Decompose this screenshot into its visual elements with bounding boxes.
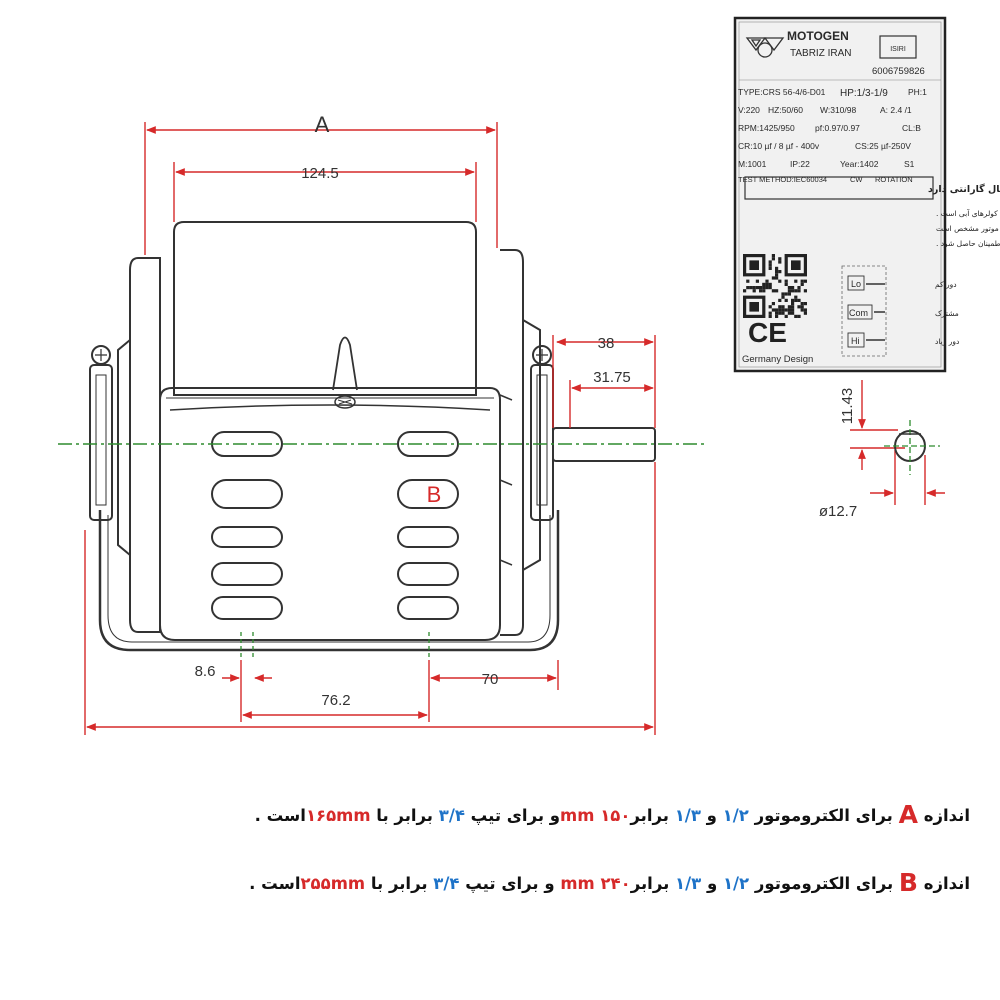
note-dimension-a: اندازه A برای الکتروموتور ۱/۲ و ۱/۳ براب…: [254, 800, 970, 829]
nameplate-brand: MOTOGEN: [787, 29, 849, 43]
standard-mark-icon: ISIRI: [879, 35, 917, 59]
motor-dimension-drawing: A 124.5 38 31.75 B 8.6 76.2 70 11.43 ø12…: [58, 16, 1000, 735]
top-cover: [173, 221, 477, 396]
shaft-section-detail: [884, 420, 940, 475]
wire-hi-fa: دور زیاد: [935, 337, 959, 346]
np-test: TEST METHOD:IEC60034: [738, 175, 827, 184]
wire-lo-label: Lo: [851, 279, 861, 289]
dim-762-label: 76.2: [321, 692, 350, 709]
right-end-shield: [500, 249, 524, 636]
np-year: Year:1402: [840, 159, 879, 169]
np-rotation: ROTATION: [875, 175, 913, 184]
np-warranty: این محصول سه سال گارانتی دارد: [928, 183, 1000, 195]
wire-hi-label: Hi: [851, 336, 860, 346]
np-hp: HP:1/3-1/9: [840, 88, 888, 99]
np-cl: CL:B: [902, 123, 921, 133]
dim-1143-label: 11.43: [839, 388, 856, 424]
np-rpm: RPM:1425/950: [738, 123, 795, 133]
lifting-lug: [332, 336, 358, 391]
left-bracket: [89, 364, 113, 521]
wire-com-label: Com: [849, 308, 868, 318]
wire-lo-fa: دور کم: [935, 280, 957, 289]
vent-slots-right: [397, 431, 459, 620]
np-w: W:310/98: [820, 105, 857, 115]
np-cw: CW: [850, 175, 863, 184]
np-m: M:1001: [738, 159, 767, 169]
np-note1: استفاده از این الکتروموتور منحصر به کولر…: [936, 208, 1000, 218]
np-note2: جهت کشش تسمه بر روی دروپش موتور مشخص است: [936, 224, 1000, 233]
dim-86-label: 8.6: [195, 663, 216, 680]
np-ip: IP:22: [790, 159, 810, 169]
qr-code-icon: [743, 254, 807, 318]
np-cr: CR:10 µf / 8 µf - 400v: [738, 141, 820, 151]
np-a: A: 2.4 /1: [880, 105, 912, 115]
np-v: V:220: [738, 105, 760, 115]
np-cs: CS:25 µf-250V: [855, 141, 911, 151]
nameplate-serial: 6006759826: [872, 66, 925, 77]
dim-b-label: B: [427, 482, 442, 507]
svg-text:ISIRI: ISIRI: [890, 46, 906, 53]
np-note3: توجه : از اتصال الکتروموتور به سیستم ارت…: [936, 239, 1000, 248]
motor-housing: [159, 387, 501, 641]
np-pf: pf:0.97/0.97: [815, 123, 860, 133]
dimension-lines: [84, 122, 945, 735]
dim-38-label: 38: [598, 335, 615, 352]
vent-slots-left: [211, 431, 283, 620]
np-s1: S1: [904, 159, 915, 169]
np-design: Germany Design: [742, 354, 813, 365]
note-dimension-b: اندازه B برای الکتروموتور ۱/۲ و ۱/۳ براب…: [249, 868, 970, 897]
wire-com-fa: مشترک: [935, 309, 959, 318]
left-end-shield: [129, 257, 161, 633]
ce-mark-icon: CE: [748, 317, 787, 348]
dim-a-label: A: [315, 112, 330, 137]
motogen-logo-icon: [745, 37, 785, 58]
nameplate-city: TABRIZ IRAN: [790, 48, 851, 59]
wiring-diagram: Lo Com Hi دور کم مشترک دور زیاد: [841, 265, 959, 357]
right-bracket: [530, 364, 554, 521]
motor-base: [98, 510, 560, 652]
dim-124-label: 124.5: [301, 165, 339, 182]
motor-body: [89, 221, 656, 652]
nameplate: MOTOGEN TABRIZ IRAN ISIRI 6006759826 TYP…: [733, 16, 1000, 373]
dim-3175-label: 31.75: [593, 369, 631, 386]
np-ph: PH:1: [908, 87, 927, 97]
dim-127-label: ø12.7: [819, 503, 857, 520]
dim-70-label: 70: [482, 671, 499, 688]
np-type: TYPE:CRS 56-4/6-D01: [738, 87, 826, 97]
np-hz: HZ:50/60: [768, 105, 803, 115]
